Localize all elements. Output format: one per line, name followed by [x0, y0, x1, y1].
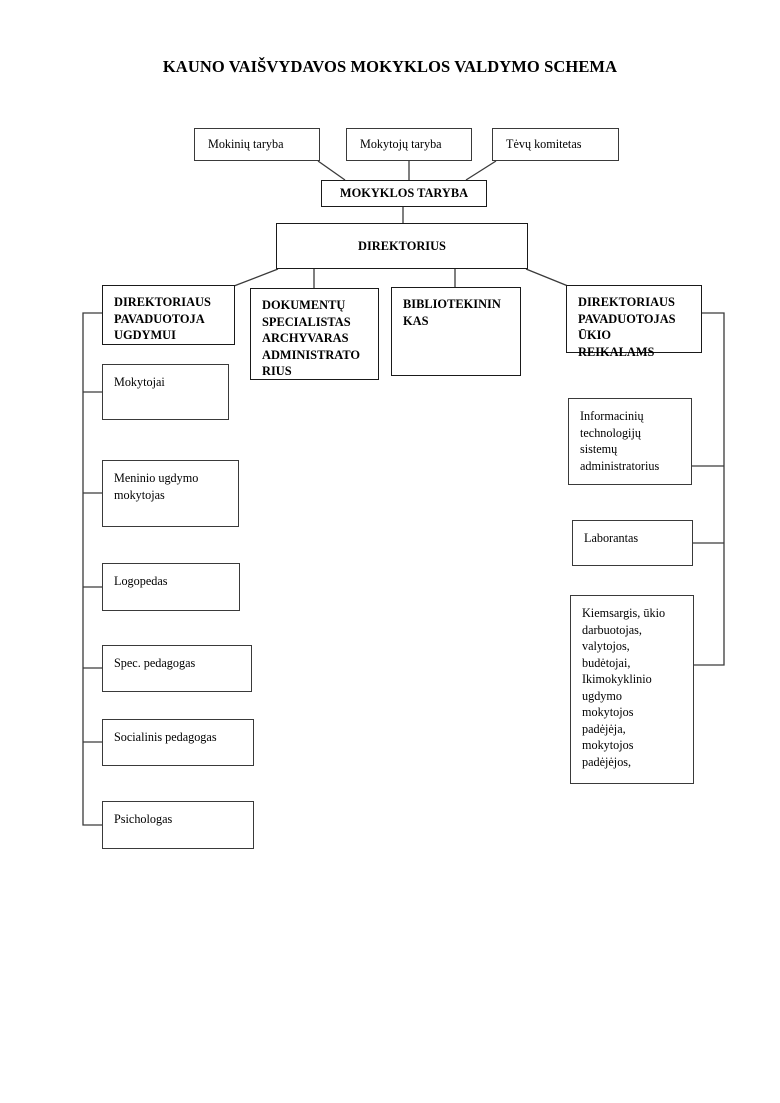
node-label: Logopedas	[114, 574, 168, 588]
node-mokyklos-taryba: MOKYKLOS TARYBA	[321, 180, 487, 207]
node-label: DOKUMENTŲ SPECIALISTAS ARCHYVARAS ADMINI…	[262, 298, 360, 378]
edge-direktorius-to-pav-ukio	[525, 268, 569, 287]
edge-direktorius-to-pav-ugdymui	[233, 268, 279, 287]
node-tevu-komitetas: Tėvų komitetas	[492, 128, 619, 161]
node-direktoriaus-pavaduotojas-ukio-reikalams: DIREKTORIAUS PAVADUOTOJAS ŪKIO REIKALAMS	[566, 285, 702, 359]
node-bibliotekininkas: BIBLIOTEKININ KAS	[391, 287, 521, 376]
node-spec-pedagogas: Spec. pedagogas	[102, 645, 252, 692]
node-psichologas: Psichologas	[102, 801, 254, 849]
node-label: DIREKTORIUS	[358, 238, 446, 253]
edge-mokiniu-to-taryba	[317, 160, 346, 181]
node-label: Kiemsargis, ūkio darbuotojas, valytojos,…	[582, 606, 666, 769]
node-label: Laborantas	[584, 531, 639, 545]
node-label: Informacinių technologijų sistemų admini…	[580, 409, 660, 473]
node-label: Mokytojai	[114, 375, 165, 389]
node-mokytoju-taryba: Mokytojų taryba	[346, 128, 472, 161]
node-meninio-ugdymo-mokytojas: Meninio ugdymo mokytojas	[102, 460, 239, 527]
node-label: Spec. pedagogas	[114, 656, 196, 670]
left-spine	[82, 312, 102, 826]
node-label: Mokinių taryba	[208, 137, 284, 151]
node-informaciniu-technologiju-sistemu-administratorius: Informacinių technologijų sistemų admini…	[568, 398, 692, 485]
node-label: Meninio ugdymo mokytojas	[114, 471, 199, 502]
node-label: MOKYKLOS TARYBA	[339, 186, 469, 201]
node-direktoriaus-pavaduotoja-ugdymui: DIREKTORIAUS PAVADUOTOJA UGDYMUI	[102, 285, 235, 345]
node-socialinis-pedagogas: Socialinis pedagogas	[102, 719, 254, 766]
node-kiemsargis-ukio-darbuotojas: Kiemsargis, ūkio darbuotojas, valytojos,…	[570, 595, 694, 784]
node-label: Psichologas	[114, 812, 173, 826]
node-label: Socialinis pedagogas	[114, 730, 217, 744]
node-label: DIREKTORIAUS PAVADUOTOJA UGDYMUI	[114, 295, 211, 342]
edge-tevu-to-taryba	[465, 160, 497, 181]
node-label: DIREKTORIAUS PAVADUOTOJAS ŪKIO REIKALAMS	[578, 295, 676, 359]
node-label: Mokytojų taryba	[360, 137, 442, 151]
node-mokiniu-taryba: Mokinių taryba	[194, 128, 320, 161]
node-label: Tėvų komitetas	[506, 137, 582, 151]
node-dokumentu-specialistas: DOKUMENTŲ SPECIALISTAS ARCHYVARAS ADMINI…	[250, 288, 379, 380]
node-laborantas: Laborantas	[572, 520, 693, 566]
node-direktorius: DIREKTORIUS	[276, 223, 528, 269]
page-title: KAUNO VAIŠVYDAVOS MOKYKLOS VALDYMO SCHEM…	[162, 57, 618, 76]
right-spine	[694, 312, 725, 666]
node-mokytojai: Mokytojai	[102, 364, 229, 420]
node-label: BIBLIOTEKININ KAS	[403, 297, 501, 328]
node-logopedas: Logopedas	[102, 563, 240, 611]
